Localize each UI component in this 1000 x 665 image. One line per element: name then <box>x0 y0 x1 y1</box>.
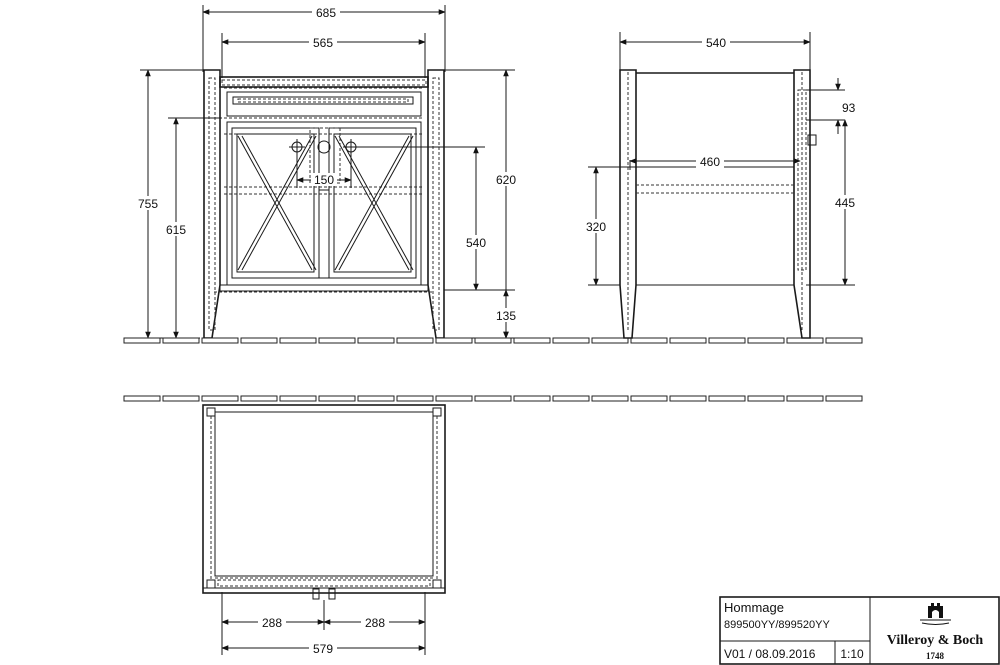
floor-segment <box>396 395 434 402</box>
dim-front-height-inner: 615 <box>162 117 222 339</box>
floor-segment <box>474 395 512 402</box>
dim-side-height-right: 445 <box>806 119 859 286</box>
floor-segment <box>240 395 278 402</box>
floor-segment <box>669 395 707 402</box>
floor-segment <box>552 337 590 344</box>
floor-segment <box>396 337 434 344</box>
dim-label-288-right: 288 <box>365 616 385 630</box>
dim-label-579: 579 <box>313 642 333 656</box>
floor-segment <box>279 395 317 402</box>
floor-hatching-plan <box>123 395 863 402</box>
dim-label-540-side: 540 <box>706 36 726 50</box>
dim-label-135: 135 <box>496 309 516 323</box>
floor-segment <box>591 337 629 344</box>
floor-segment <box>747 395 785 402</box>
dim-label-460: 460 <box>700 155 720 169</box>
floor-segment <box>435 337 473 344</box>
floor-segment <box>552 395 590 402</box>
floor-segment <box>708 337 746 344</box>
side-view: 540 93 445 <box>582 32 859 339</box>
dim-label-620: 620 <box>496 173 516 187</box>
dim-side-top-offset: 93 <box>835 78 856 134</box>
drawing-scale: 1:10 <box>840 647 864 661</box>
floor-segment <box>201 395 239 402</box>
title-block: Hommage 899500YY/899520YY V01 / 08.09.20… <box>719 596 1000 665</box>
floor-segment <box>474 337 512 344</box>
floor-segment <box>825 395 863 402</box>
floor-segment <box>162 395 200 402</box>
dim-label-540-front: 540 <box>466 236 486 250</box>
plan-view: 288 288 579 <box>202 404 446 656</box>
brand-year: 1748 <box>926 651 945 661</box>
dim-front-height-top: 620 <box>444 69 520 339</box>
floor-segment <box>123 337 161 344</box>
floor-segment <box>591 395 629 402</box>
dim-label-755: 755 <box>138 197 158 211</box>
dim-label-320: 320 <box>586 220 606 234</box>
floor-segment <box>357 337 395 344</box>
floor-segment <box>669 337 707 344</box>
floor-segment <box>825 337 863 344</box>
floor-segment <box>786 395 824 402</box>
floor-segment <box>630 395 668 402</box>
floor-segment <box>630 337 668 344</box>
floor-hatching-elevation <box>123 337 863 344</box>
dim-side-depth-inner: 460 <box>629 154 801 170</box>
product-name: Hommage <box>724 600 784 615</box>
dim-front-height-total: 755 <box>134 69 204 339</box>
dim-label-565: 565 <box>313 36 333 50</box>
floor-segment <box>435 395 473 402</box>
dim-plan-halves: 288 288 <box>221 592 426 655</box>
floor-segment <box>708 395 746 402</box>
article-numbers: 899500YY/899520YY <box>724 619 830 631</box>
floor-segment <box>513 395 551 402</box>
dim-tap-spacing: 150 <box>296 152 352 188</box>
dim-side-height-inner: 320 <box>582 166 636 286</box>
floor-segment <box>747 337 785 344</box>
floor-segment <box>357 395 395 402</box>
brand-name: Villeroy & Boch <box>887 633 984 648</box>
dim-label-615: 615 <box>166 223 186 237</box>
front-view: 685 565 <box>134 5 520 339</box>
dim-front-width-inner: 565 <box>221 33 426 78</box>
dim-label-685: 685 <box>316 6 336 20</box>
dim-plan-width: 579 <box>221 641 426 656</box>
dim-label-445: 445 <box>835 196 855 210</box>
dim-label-288-left: 288 <box>262 616 282 630</box>
floor-segment <box>162 337 200 344</box>
floor-segment <box>123 395 161 402</box>
dim-label-93: 93 <box>842 101 856 115</box>
dim-label-150: 150 <box>314 173 334 187</box>
floor-segment <box>240 337 278 344</box>
dim-front-leg-height: 135 <box>444 289 520 339</box>
version-date: V01 / 08.09.2016 <box>724 647 816 661</box>
dim-front-height-middle: 540 <box>355 146 490 291</box>
floor-segment <box>279 337 317 344</box>
floor-segment <box>513 337 551 344</box>
brand-logo-castle-icon <box>920 603 951 625</box>
dim-front-width-overall: 685 <box>202 5 446 72</box>
floor-segment <box>201 337 239 344</box>
floor-segment <box>318 395 356 402</box>
floor-segment <box>318 337 356 344</box>
dim-side-depth: 540 <box>619 32 811 72</box>
